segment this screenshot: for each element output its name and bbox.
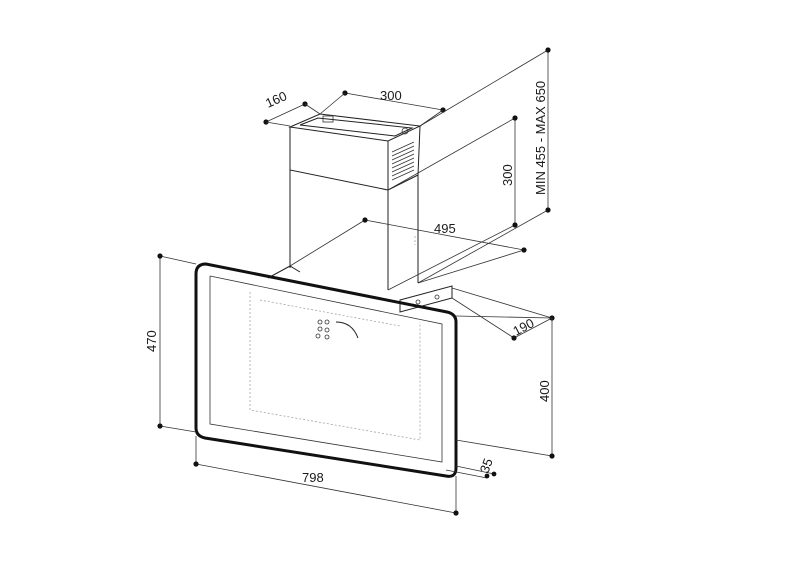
dim-chimney-width: 300 (319, 88, 446, 127)
dim-label-400: 400 (537, 380, 552, 402)
dim-panel-width: 798 (193, 436, 459, 516)
dim-label-495: 495 (434, 221, 456, 236)
dim-label-798: 798 (302, 470, 324, 485)
dim-panel-height: 470 (144, 253, 197, 433)
dim-label-height-range: MIN 455 - MAX 650 (533, 81, 548, 195)
glass-panel (194, 262, 458, 478)
dim-label-470: 470 (144, 330, 159, 352)
dim-hood-depth: 190 (451, 287, 555, 341)
dim-label-35: 35 (477, 456, 496, 475)
dim-hood-height: 400 (455, 315, 555, 459)
chimney (288, 113, 422, 290)
vent-grille (391, 141, 415, 181)
dim-label-300-height: 300 (500, 164, 515, 186)
mount-bracket (267, 265, 453, 313)
dim-panel-thickness: 35 (445, 456, 497, 479)
control-icon (315, 319, 359, 340)
dim-label-160: 160 (263, 88, 289, 111)
dim-bracket-width: 495 (289, 217, 527, 284)
dim-height-range: MIN 455 - MAX 650 (417, 47, 551, 284)
dim-chimney-height: 300 (387, 115, 518, 291)
dim-label-190: 190 (510, 315, 536, 338)
dim-label-300-width: 300 (380, 88, 402, 103)
